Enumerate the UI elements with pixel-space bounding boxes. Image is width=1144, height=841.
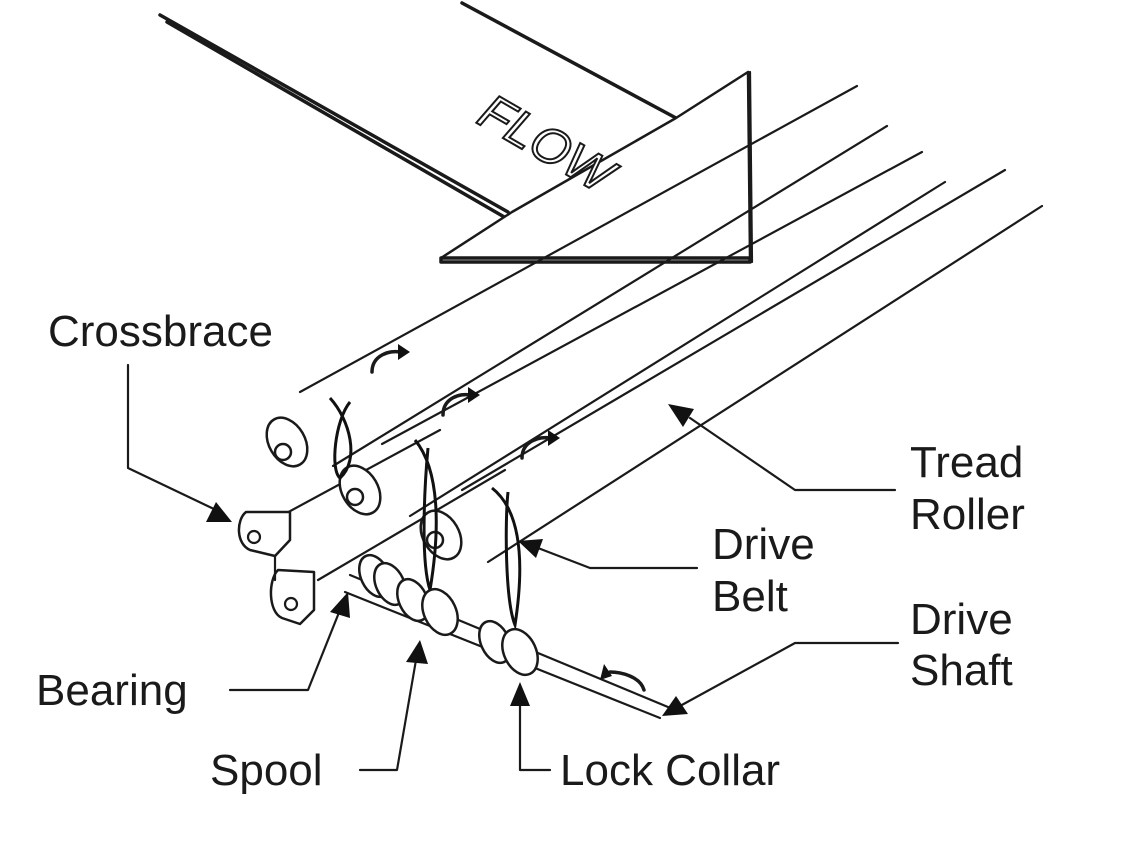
flow-arrow: FLOW: [158, 1, 754, 264]
spool-2: [478, 619, 539, 677]
bearing-label: Bearing: [36, 666, 188, 715]
spool-label: Spool: [210, 746, 323, 795]
crossbrace: [237, 510, 316, 626]
tread-roller-label-line2: Roller: [910, 490, 1025, 539]
roller-ends: [265, 416, 463, 561]
tread-roller-label-line1: Tread: [910, 438, 1024, 487]
drive-shaft-label-line1: Drive: [910, 595, 1013, 644]
spool-1: [396, 577, 459, 637]
leader-lines: [126, 363, 900, 772]
drive-belt-label-line1: Drive: [712, 520, 815, 569]
crossbrace-label: Crossbrace: [48, 307, 273, 356]
rotation-arrows: [370, 344, 646, 692]
flow-label: FLOW: [470, 83, 627, 206]
drive-shaft-label-line2: Shaft: [910, 646, 1013, 695]
drive-shaft: [343, 553, 682, 720]
drive-belt-label-line2: Belt: [712, 572, 788, 621]
roller-lines: [268, 84, 1044, 582]
lock-collar-label: Lock Collar: [560, 746, 781, 795]
